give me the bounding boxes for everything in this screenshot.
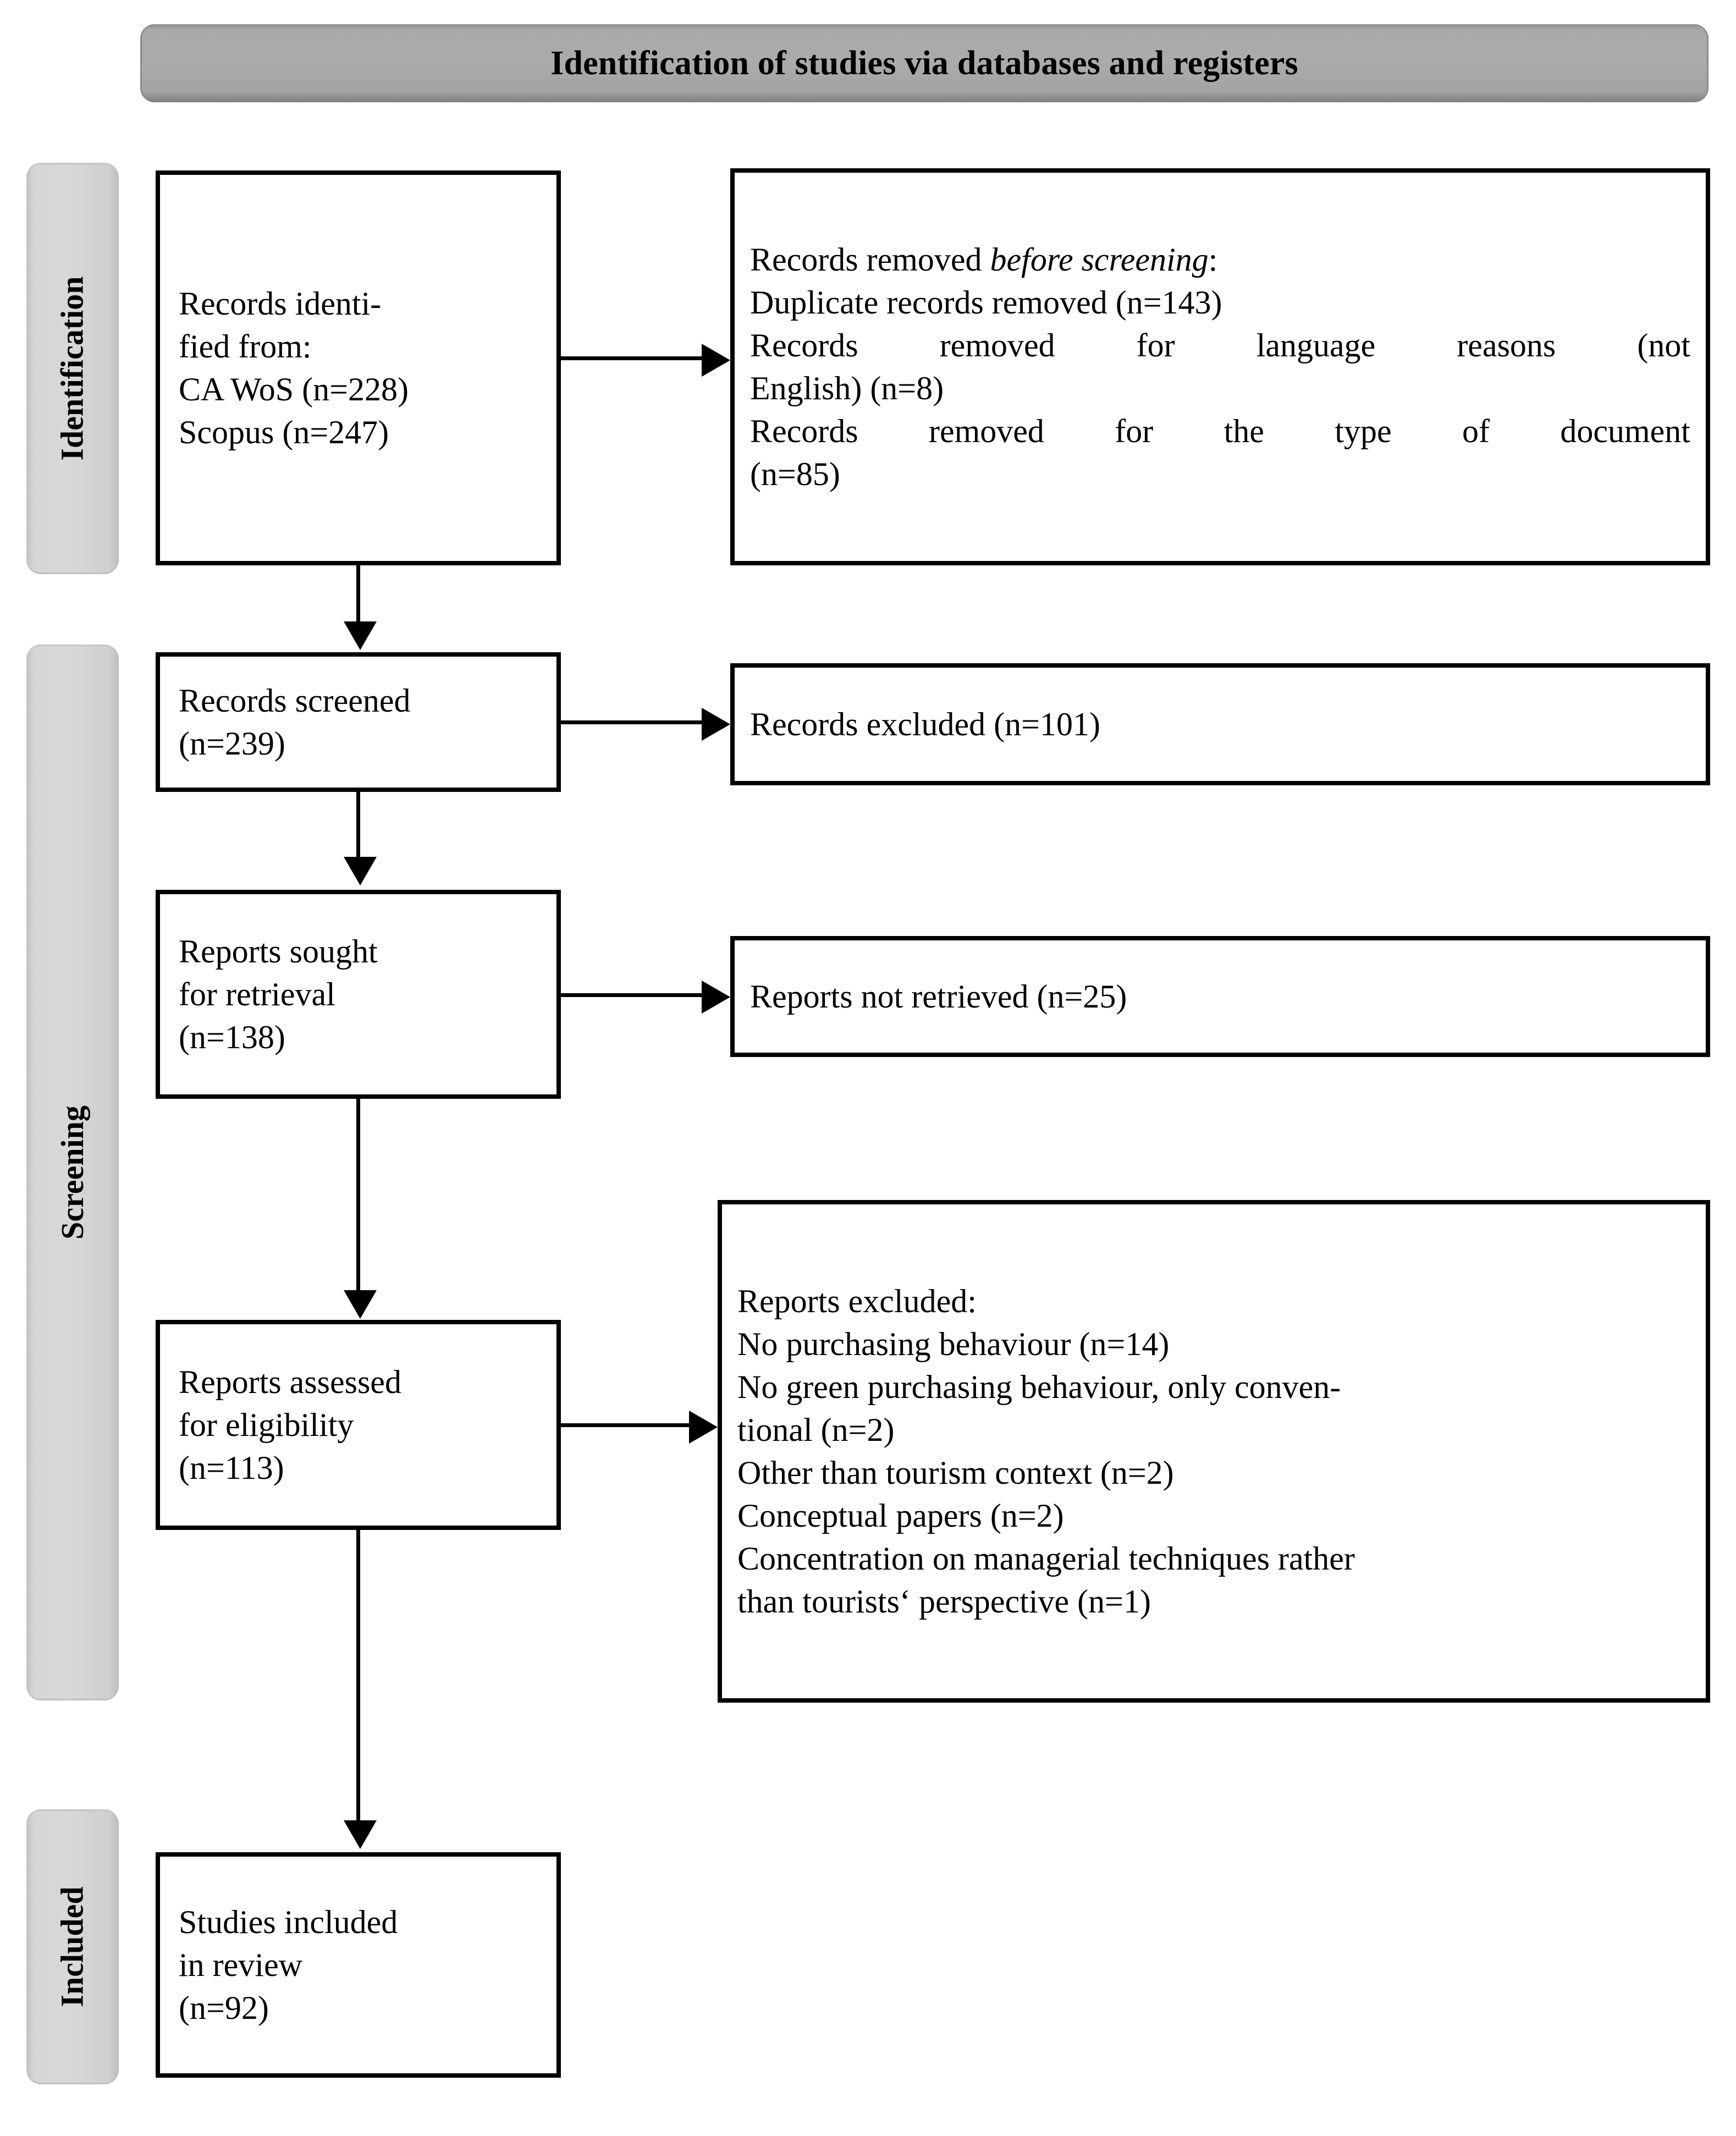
box-reports-assessed-for-eligibility: Reports assessed for eligibility (n=113) (156, 1320, 561, 1530)
word: Records (750, 413, 858, 449)
box-line: Records identi- (179, 285, 382, 322)
box-line-justified: Records removed for the type of document (735, 410, 1706, 453)
box-line: for retrieval (179, 976, 335, 1012)
box-reports-excluded: Reports excluded: No purchasing behaviou… (718, 1200, 1710, 1703)
box-line: (n=85) (750, 456, 840, 492)
box-line: Records excluded (n=101) (750, 706, 1100, 742)
word: language (1256, 327, 1376, 364)
box-line: (n=239) (179, 725, 285, 762)
box-records-screened: Records screened (n=239) (156, 652, 561, 792)
box-reports-not-retrieved: Reports not retrieved (n=25) (730, 936, 1710, 1057)
word: Records (750, 327, 858, 364)
box-records-identified: Records identi- fied from: CA WoS (n=228… (156, 170, 561, 565)
arrowhead-down-icon (344, 1820, 377, 1849)
box-line: Duplicate records removed (n=143) (750, 284, 1222, 321)
phase-tab-included-label: Included (54, 1886, 91, 2007)
phase-tab-screening-label: Screening (54, 1105, 90, 1240)
box-line: Reports assessed (179, 1364, 401, 1400)
box-line: for eligibility (179, 1407, 354, 1443)
arrowhead-down-icon (344, 857, 377, 885)
box-line: No purchasing behaviour (n=14) (737, 1326, 1170, 1362)
heading-prefix: Records removed (750, 241, 990, 278)
phase-tab-identification-label: Identification (54, 276, 90, 461)
box-line: (n=113) (179, 1450, 284, 1486)
box-heading: Reports excluded: (737, 1283, 977, 1319)
arrowhead-down-icon (344, 1290, 377, 1319)
box-line: Other than tourism context (n=2) (737, 1455, 1174, 1491)
phase-tab-identification: Identification (26, 163, 119, 574)
connector-screened-to-excluded (561, 720, 703, 724)
box-line: (n=138) (179, 1019, 285, 1055)
box-line-justified: Records removed for language reasons (no… (735, 324, 1706, 367)
box-line: Concentration on managerial techniques r… (737, 1540, 1355, 1577)
arrowhead-right-icon (702, 344, 730, 377)
box-line: Reports not retrieved (n=25) (750, 978, 1127, 1015)
box-records-excluded: Records excluded (n=101) (730, 663, 1710, 785)
box-line: CA WoS (n=228) (179, 371, 409, 408)
word: the (1224, 413, 1264, 449)
diagram-header-banner: Identification of studies via databases … (140, 24, 1709, 102)
box-line: fied from: (179, 328, 312, 365)
box-records-removed-before-screening: Records removed before screening: Duplic… (730, 168, 1710, 565)
box-line: Studies included (179, 1904, 398, 1940)
box-line: than tourists‘ perspective (n=1) (737, 1583, 1151, 1620)
connector-assessed-to-reports-excluded (561, 1423, 690, 1427)
box-line: Records screened (179, 682, 411, 719)
connector-identified-to-removed (561, 356, 703, 360)
diagram-title: Identification of studies via databases … (550, 45, 1298, 82)
connector-screened-to-sought (356, 792, 360, 858)
word: for (1136, 327, 1175, 364)
phase-tab-included: Included (26, 1809, 119, 2084)
word: removed (929, 413, 1044, 449)
arrowhead-right-icon (702, 981, 730, 1014)
arrowhead-right-icon (702, 708, 730, 741)
word: removed (939, 327, 1055, 364)
box-line: (n=92) (179, 1990, 269, 2026)
box-reports-sought-for-retrieval: Reports sought for retrieval (n=138) (156, 890, 561, 1099)
connector-sought-to-assessed (356, 1099, 360, 1291)
word: for (1115, 413, 1154, 449)
phase-tab-screening: Screening (26, 645, 119, 1700)
word: (not (1637, 327, 1690, 364)
box-heading: Records removed before screening: (735, 238, 1706, 281)
box-line: tional (n=2) (737, 1412, 895, 1448)
word: reasons (1457, 327, 1556, 364)
connector-sought-to-not-retrieved (561, 993, 703, 997)
word: document (1560, 413, 1690, 449)
connector-identified-to-screened (356, 565, 360, 625)
box-line: in review (179, 1947, 302, 1983)
heading-suffix: : (1208, 241, 1218, 278)
box-line: English) (n=8) (750, 370, 944, 406)
heading-italic: before screening (990, 241, 1209, 278)
box-line: Reports sought (179, 933, 378, 970)
box-line: Conceptual papers (n=2) (737, 1498, 1064, 1534)
arrowhead-down-icon (344, 621, 377, 650)
box-line: No green purchasing behaviour, only conv… (737, 1369, 1341, 1405)
word: of (1462, 413, 1490, 449)
box-studies-included-in-review: Studies included in review (n=92) (156, 1852, 561, 2078)
arrowhead-right-icon (689, 1411, 718, 1444)
box-line: Scopus (n=247) (179, 414, 389, 450)
connector-assessed-to-included (356, 1530, 360, 1821)
word: type (1335, 413, 1392, 449)
